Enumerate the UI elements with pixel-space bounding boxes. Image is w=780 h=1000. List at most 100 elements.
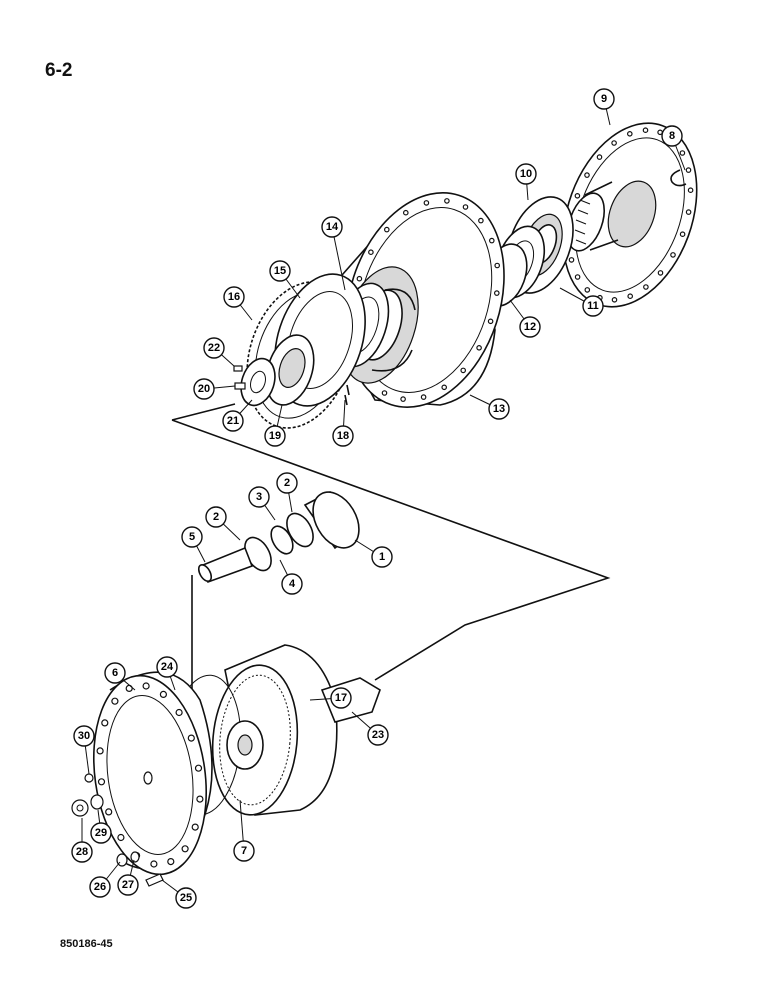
- callout-circle: [90, 822, 112, 844]
- bolt-hole: [402, 209, 409, 216]
- callout-9: 9: [593, 88, 615, 126]
- bolt-part-30: [84, 773, 94, 783]
- bolt-hole: [400, 396, 406, 402]
- bolt-hole: [423, 200, 430, 206]
- bolt-part-22: [233, 365, 243, 372]
- bolt-hole: [117, 833, 125, 842]
- callout-circle: [330, 687, 352, 709]
- bolt-part-20: [234, 382, 246, 390]
- callout-label: 3: [256, 491, 262, 503]
- callout-15: 15: [269, 260, 301, 299]
- callout-label: 2: [284, 477, 290, 489]
- callout-label: 7: [241, 845, 247, 857]
- callout-circle: [515, 163, 537, 185]
- bolt-hole: [159, 690, 167, 699]
- callout-circle: [332, 425, 354, 447]
- callout-label: 27: [122, 879, 134, 891]
- callout-label: 1: [379, 551, 385, 563]
- callout-19: 19: [264, 404, 286, 447]
- callout-circle: [193, 378, 215, 400]
- bolt-hole: [381, 390, 388, 396]
- callout-label: 29: [95, 827, 107, 839]
- callout-4: 4: [279, 559, 303, 595]
- bolt-hole: [642, 127, 649, 134]
- bolt-hole: [420, 394, 427, 400]
- shim-part-18: [344, 384, 350, 406]
- bolt-hole: [191, 823, 199, 831]
- callout-label: 19: [269, 430, 281, 442]
- callout-18: 18: [332, 399, 354, 447]
- callout-11: 11: [559, 287, 604, 317]
- callout-circle: [181, 526, 203, 548]
- retainer-part-21: [240, 357, 276, 407]
- callout-20: 20: [193, 378, 236, 400]
- callout-29: 29: [90, 809, 112, 844]
- callout-circle: [519, 316, 541, 338]
- callout-5: 5: [181, 526, 206, 563]
- bolt-hole: [478, 217, 484, 224]
- callout-label: 6: [112, 667, 118, 679]
- bolt-hole: [643, 284, 649, 290]
- bolt-hole: [626, 131, 633, 137]
- callout-30: 30: [73, 725, 95, 775]
- callout-circle: [276, 472, 298, 494]
- cover-plate-part-6: [92, 671, 213, 876]
- callout-circle: [104, 662, 126, 684]
- bolt-hole: [487, 318, 494, 325]
- callout-2: 2: [205, 506, 241, 541]
- callout-10: 10: [515, 163, 537, 201]
- bolt-hole: [488, 237, 495, 244]
- callout-circle: [117, 874, 139, 896]
- callout-25: 25: [161, 879, 197, 909]
- callout-27: 27: [117, 859, 139, 896]
- bolt-hole: [105, 808, 113, 816]
- callout-circle: [371, 546, 393, 568]
- bolt-hole: [181, 845, 189, 853]
- spacer-part-3: [270, 525, 294, 555]
- bolt-hole: [150, 860, 158, 868]
- callout-circle: [205, 506, 227, 528]
- bolt-hole: [111, 697, 119, 705]
- reference-code: 850186-45: [60, 938, 113, 950]
- bolt-hole: [476, 344, 482, 351]
- bolt-hole: [368, 249, 374, 256]
- callout-label: 2: [213, 511, 219, 523]
- bolt-hole: [142, 682, 150, 690]
- callout-label: 17: [335, 692, 347, 704]
- callout-23: 23: [351, 711, 389, 746]
- callout-circle: [582, 295, 604, 317]
- bolt-hole: [611, 296, 618, 303]
- bolt-part-25: [145, 873, 164, 887]
- spline-hub-part-19: [265, 334, 315, 406]
- bolt-hole: [685, 209, 692, 215]
- pin-part-5: [197, 546, 254, 584]
- callout-label: 15: [274, 265, 286, 277]
- bolt-hole: [462, 204, 469, 210]
- bolt-hole: [679, 150, 686, 156]
- callout-circle: [264, 425, 286, 447]
- washer-part-27: [130, 851, 140, 863]
- callout-label: 10: [520, 168, 532, 180]
- bolt-hole: [175, 708, 183, 717]
- bolt-hole: [187, 734, 195, 742]
- callout-7: 7: [233, 799, 255, 862]
- bolt-hole: [657, 270, 664, 276]
- callout-circle: [73, 725, 95, 747]
- callout-label: 28: [76, 846, 88, 858]
- callout-16: 16: [223, 286, 253, 321]
- callout-circle: [233, 840, 255, 862]
- bolt-hole: [460, 367, 467, 374]
- bolt-hole: [574, 274, 581, 280]
- callout-circle: [661, 125, 683, 147]
- callout-label: 8: [669, 130, 675, 142]
- callout-3: 3: [248, 486, 276, 521]
- callout-22: 22: [203, 337, 235, 367]
- callout-13: 13: [469, 394, 510, 420]
- callout-21: 21: [222, 399, 253, 432]
- callout-6: 6: [104, 662, 136, 691]
- callout-label: 30: [78, 730, 90, 742]
- callout-circle: [156, 656, 178, 678]
- drum-part-17: [211, 644, 338, 816]
- callout-circle: [269, 260, 291, 282]
- bolt-hole: [493, 290, 500, 296]
